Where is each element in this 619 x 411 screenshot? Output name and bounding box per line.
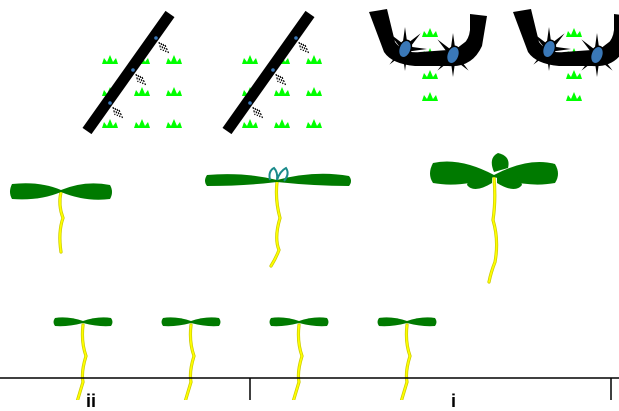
seedling-icon xyxy=(306,87,322,96)
sprinkler-icon xyxy=(431,33,475,77)
nozzle-icon xyxy=(248,101,264,119)
spray-panel-1 xyxy=(82,10,182,135)
leaf-icon xyxy=(467,175,492,190)
leaf-icon xyxy=(205,174,277,186)
sprinkler-panel-2 xyxy=(513,9,619,101)
sprout-tip-icon xyxy=(268,166,289,182)
small-seedlings-row xyxy=(53,317,437,400)
table-label-ii: ii xyxy=(86,391,97,411)
nozzle-icon xyxy=(108,101,124,119)
sprinkler-icon xyxy=(575,33,619,77)
leaf-icon xyxy=(299,317,329,327)
leaf-icon xyxy=(191,317,221,327)
seedling-icon xyxy=(566,70,582,79)
root-icon xyxy=(488,177,498,283)
root-icon xyxy=(270,181,281,267)
spray-panel-2 xyxy=(222,10,322,135)
small-seedling-icon xyxy=(161,317,221,400)
root-icon xyxy=(400,324,411,400)
seedling-icon xyxy=(422,28,438,37)
spray-bar-panels xyxy=(82,10,322,135)
sprinkler-panel-1 xyxy=(369,9,487,101)
root-icon xyxy=(184,324,195,400)
sprinkler-icon xyxy=(383,27,427,71)
table-label-i: i xyxy=(451,391,457,411)
table-grid xyxy=(0,377,619,400)
seedling-icon xyxy=(166,55,182,64)
seedling-icon xyxy=(566,92,582,101)
leaf-icon xyxy=(10,183,61,200)
seedling-icon xyxy=(422,92,438,101)
sprinkler-icon xyxy=(527,27,571,71)
seedling-icon xyxy=(102,55,118,64)
germinating-plants-row xyxy=(10,153,558,284)
seedling-icon xyxy=(134,87,150,96)
seedling-icon xyxy=(242,119,258,128)
sprinkler-panels xyxy=(369,9,619,101)
cotyledon-plant-icon xyxy=(205,166,351,268)
seedling-icon xyxy=(422,70,438,79)
seedling-icon xyxy=(274,119,290,128)
leaf-icon xyxy=(161,317,191,327)
seedling-icon xyxy=(242,55,258,64)
root-icon xyxy=(76,324,87,400)
root-icon xyxy=(292,324,303,400)
small-seedling-icon xyxy=(53,317,113,400)
seedling-icon xyxy=(102,119,118,128)
leaf-icon xyxy=(269,317,299,327)
leaf-icon xyxy=(497,175,522,190)
leaf-icon xyxy=(61,183,112,200)
seedling-icon xyxy=(306,119,322,128)
seedling-icon xyxy=(566,28,582,37)
nozzle-icon xyxy=(271,68,287,86)
leaf-icon xyxy=(83,317,113,327)
sprinkler-arm-icon xyxy=(369,9,487,67)
cotyledon-plant-icon xyxy=(430,153,558,284)
spray-bar-icon xyxy=(82,10,175,135)
diagram-canvas xyxy=(0,9,619,400)
cotyledon-plant-icon xyxy=(10,183,112,254)
seedling-icon xyxy=(274,87,290,96)
seedling-icon xyxy=(166,87,182,96)
seedling-icon xyxy=(134,119,150,128)
seedling-icon xyxy=(306,55,322,64)
leaf-icon xyxy=(53,317,83,327)
nozzle-icon xyxy=(131,68,147,86)
spray-bar-icon xyxy=(222,10,315,135)
nozzle-icon xyxy=(154,36,170,54)
leaf-icon xyxy=(377,317,407,327)
leaf-icon xyxy=(407,317,437,327)
root-icon xyxy=(58,191,64,253)
leaf-icon xyxy=(491,153,509,172)
nozzle-icon xyxy=(294,36,310,54)
seedling-icon xyxy=(166,119,182,128)
small-seedling-icon xyxy=(377,317,437,400)
leaf-icon xyxy=(277,173,351,186)
small-seedling-icon xyxy=(269,317,329,400)
